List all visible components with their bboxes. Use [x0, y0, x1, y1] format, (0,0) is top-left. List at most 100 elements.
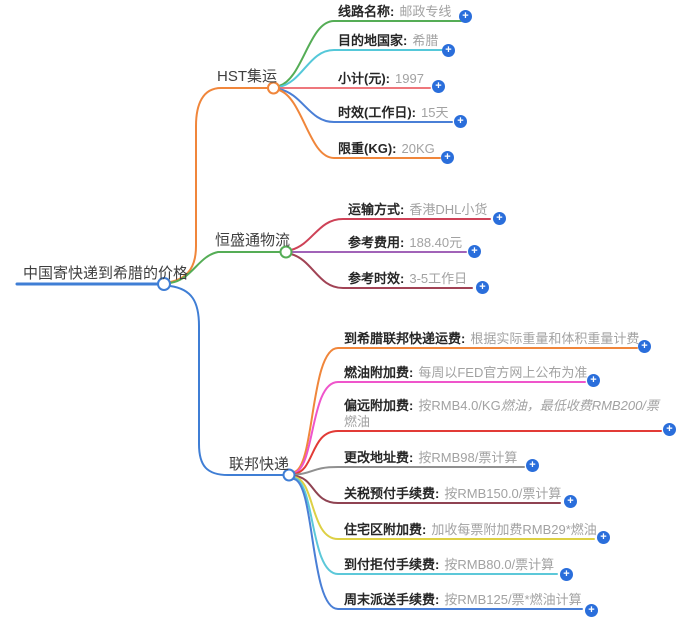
connector-lead-time: [278, 88, 453, 123]
label-colon: :: [435, 557, 440, 572]
node-value: 邮政专线: [399, 4, 452, 19]
node-duty-handling-fee[interactable]: 关税预付手续费:按RMB150.0/票计算: [344, 486, 561, 502]
add-child-icon[interactable]: +: [432, 80, 445, 93]
node-value: 20KG: [401, 141, 435, 156]
node-label: 周末派送手续费: [344, 592, 436, 607]
add-child-icon[interactable]: +: [454, 115, 467, 128]
node-value-part: 燃油: [344, 414, 371, 429]
add-child-icon[interactable]: +: [493, 212, 506, 225]
label-colon: :: [400, 202, 405, 217]
label-colon: :: [390, 4, 395, 19]
connector-residential-surcharge: [293, 476, 595, 540]
node-fedex-freight[interactable]: 到希腊联邦快递运费:根据实际重量和体积重量计费: [344, 331, 639, 347]
add-child-icon[interactable]: +: [585, 604, 598, 617]
node-value: 按RMB98/票计算: [418, 450, 518, 465]
add-child-icon[interactable]: +: [442, 44, 455, 57]
label-colon: :: [385, 71, 391, 86]
collapse-anchor-hst[interactable]: [267, 81, 280, 95]
add-child-icon[interactable]: +: [564, 495, 577, 508]
node-label: 关税预付手续费: [344, 486, 436, 501]
node-label: 到付拒付手续费: [344, 557, 436, 572]
connector-weekend-delivery-fee: [293, 478, 583, 610]
node-value: 根据实际重量和体积重量计费: [470, 331, 640, 346]
add-child-icon[interactable]: +: [560, 568, 573, 581]
label-colon: :: [409, 450, 414, 465]
node-value: 希腊: [412, 33, 439, 48]
branch-fedex[interactable]: 联邦快递: [229, 456, 290, 473]
label-colon: :: [435, 592, 440, 607]
label-colon: :: [409, 365, 414, 380]
connector-fedex-freight: [293, 347, 638, 473]
node-fuel-surcharge[interactable]: 燃油附加费:每周以FED官方网上公布为准: [344, 365, 587, 381]
connector-branch-hengshengtong: [169, 251, 282, 284]
node-value: 15天: [421, 105, 449, 120]
label-colon: :: [403, 33, 408, 48]
connector-transport-mode: [290, 218, 491, 251]
add-child-icon[interactable]: +: [663, 423, 676, 436]
node-weight-limit[interactable]: 限重(KG):20KG: [338, 141, 435, 157]
node-transport-mode[interactable]: 运输方式:香港DHL小货: [348, 202, 487, 218]
collapse-anchor-root[interactable]: [157, 277, 171, 291]
node-label: 参考时效: [348, 271, 401, 286]
connector-fuel-surcharge: [293, 381, 586, 474]
node-cod-refusal-fee[interactable]: 到付拒付手续费: 按RMB80.0/票计算: [344, 557, 554, 573]
node-label: 更改地址费: [344, 450, 410, 465]
node-reference-fee[interactable]: 参考费用:188.40元: [348, 235, 462, 251]
node-reference-time[interactable]: 参考时效:3-5工作日: [348, 271, 467, 287]
connector-remote-surcharge: [293, 430, 662, 475]
node-value: 按RMB150.0/票计算: [444, 486, 562, 501]
node-value-part-italic: 燃油，最低收费RMB200/票: [500, 398, 659, 413]
node-label: 限重(KG): [338, 141, 393, 156]
connector-reference-time: [290, 253, 473, 289]
add-child-icon[interactable]: +: [468, 245, 481, 258]
add-child-icon[interactable]: +: [587, 374, 600, 387]
node-value: 香港DHL小货: [409, 202, 488, 217]
node-address-change-fee[interactable]: 更改地址费: 按RMB98/票计算: [344, 450, 517, 466]
node-value: 按RMB80.0/票计算: [444, 557, 555, 572]
node-label: 住宅区附加费: [344, 522, 423, 537]
connector-duty-handling-fee: [293, 475, 561, 504]
branch-hst[interactable]: HST集运: [217, 68, 278, 85]
node-label: 线路名称: [338, 4, 391, 19]
node-subtotal[interactable]: 小计(元):1997: [338, 71, 424, 87]
add-child-icon[interactable]: +: [638, 340, 651, 353]
connector-branch-hst: [169, 87, 269, 283]
node-label: 时效(工作日): [338, 105, 412, 120]
node-value: 3-5工作日: [409, 271, 468, 286]
collapse-anchor-fedex[interactable]: [282, 468, 296, 482]
node-value: 按RMB125/票*燃油计算: [444, 592, 582, 607]
label-colon: :: [392, 141, 397, 156]
node-residential-surcharge[interactable]: 住宅区附加费: 加收每票附加费RMB29*燃油: [344, 522, 597, 538]
add-child-icon[interactable]: +: [441, 151, 454, 164]
label-colon: :: [411, 105, 417, 120]
node-label: 小计(元): [338, 71, 386, 86]
node-lead-time[interactable]: 时效(工作日):15天: [338, 105, 448, 121]
collapse-anchor-hengshengtong[interactable]: [279, 245, 293, 259]
connector-cod-refusal-fee: [293, 477, 558, 575]
connector-line-name: [278, 20, 462, 87]
node-root[interactable]: 中国寄快递到希腊的价格: [23, 265, 189, 282]
node-label: 参考费用: [348, 235, 401, 250]
node-label: 目的地国家: [338, 33, 404, 48]
node-remote-surcharge[interactable]: 偏远附加费:按RMB4.0/KG燃油，最低收费RMB200/票燃油: [344, 398, 674, 430]
connector-destination-country: [278, 49, 443, 88]
node-value: 188.40元: [409, 235, 463, 250]
node-line-name[interactable]: 线路名称: 邮政专线: [338, 4, 451, 20]
add-child-icon[interactable]: +: [526, 459, 539, 472]
node-destination-country[interactable]: 目的地国家: 希腊: [338, 33, 438, 49]
connector-branch-fedex: [169, 285, 284, 476]
label-colon: :: [422, 522, 427, 537]
add-child-icon[interactable]: +: [476, 281, 489, 294]
label-colon: :: [400, 235, 405, 250]
add-child-icon[interactable]: +: [459, 10, 472, 23]
add-child-icon[interactable]: +: [597, 531, 610, 544]
node-value: 加收每票附加费RMB29*燃油: [431, 522, 597, 537]
branch-hengshengtong[interactable]: 恒盛通物流: [215, 232, 291, 249]
connector-address-change-fee: [293, 466, 525, 476]
connector-weight-limit: [278, 89, 441, 159]
node-value: 每周以FED官方网上公布为准: [418, 365, 588, 380]
node-weekend-delivery-fee[interactable]: 周末派送手续费: 按RMB125/票*燃油计算: [344, 592, 582, 608]
node-label: 到希腊联邦快递运费: [344, 331, 462, 346]
